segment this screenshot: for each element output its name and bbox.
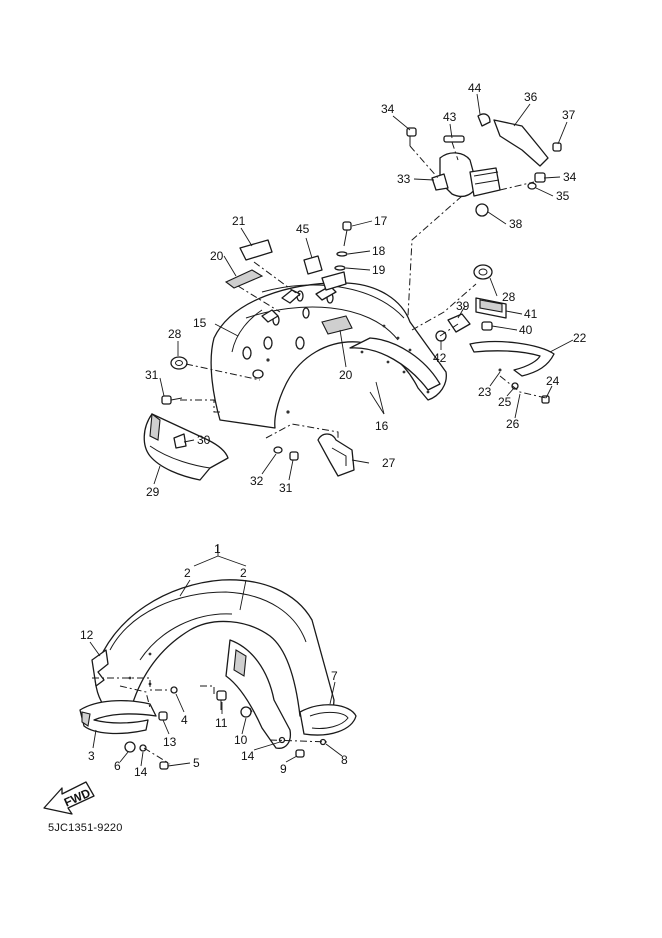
fwd-arrow-icon: FWD (43, 781, 95, 815)
bracket-12 (91, 649, 109, 687)
callout-35: 35 (556, 189, 570, 203)
callout-34: 34 (381, 102, 395, 116)
callout-labels: 34 43 44 36 37 33 34 35 38 21 45 17 18 1… (80, 81, 587, 779)
callout-27: 27 (382, 456, 396, 470)
callout-32: 32 (250, 474, 264, 488)
callout-26: 26 (506, 417, 520, 431)
front-panel-29 (143, 412, 229, 481)
callout-31-b: 31 (279, 481, 293, 495)
callout-1: 1 (214, 542, 221, 556)
callout-6: 6 (114, 759, 121, 773)
callout-39: 39 (456, 299, 470, 313)
light-mount (435, 297, 507, 342)
callout-24: 24 (546, 374, 560, 388)
callout-28: 28 (168, 327, 182, 341)
upper-dash-lines (180, 141, 547, 440)
callout-2-b: 2 (240, 566, 247, 580)
callout-33: 33 (397, 172, 411, 186)
callout-19: 19 (372, 263, 386, 277)
callout-4: 4 (181, 713, 188, 727)
callout-25: 25 (498, 395, 512, 409)
hardware-bottom (124, 686, 327, 770)
callout-11: 11 (215, 716, 228, 730)
document-code: 5JC1351-9220 (48, 822, 123, 834)
callout-31: 31 (145, 368, 159, 382)
front-fender-lower (94, 579, 335, 749)
callout-28-b: 28 (502, 290, 516, 304)
callout-13: 13 (163, 735, 177, 749)
callout-3: 3 (88, 749, 95, 763)
flap-7 (299, 704, 357, 736)
callout-15: 15 (193, 316, 207, 330)
rear-cover-22 (469, 340, 555, 404)
callout-20-b: 20 (339, 368, 353, 382)
callout-44: 44 (468, 81, 482, 95)
callout-22: 22 (573, 331, 587, 345)
callout-14-b: 14 (134, 765, 148, 779)
callout-20: 20 (210, 249, 224, 263)
callout-2: 2 (184, 566, 191, 580)
callout-17: 17 (374, 214, 388, 228)
callout-16: 16 (375, 419, 389, 433)
lower-dash-lines (92, 677, 329, 765)
fender-stays (261, 285, 337, 323)
callout-41: 41 (524, 307, 538, 321)
callout-30: 30 (197, 433, 211, 447)
callout-42: 42 (433, 351, 447, 365)
callout-45: 45 (296, 222, 310, 236)
fwd-label: FWD (62, 786, 93, 810)
bolt-17-group (303, 221, 352, 291)
callout-34-b: 34 (563, 170, 577, 184)
callout-43: 43 (443, 110, 457, 124)
leader-lines (89, 93, 574, 767)
hardware-lower (161, 395, 355, 477)
tail-bracket (406, 113, 562, 217)
callout-18: 18 (372, 244, 386, 258)
seat-pads (224, 239, 273, 289)
callout-10: 10 (234, 733, 248, 747)
callout-14: 14 (241, 749, 255, 763)
callout-12: 12 (80, 628, 94, 642)
callout-5: 5 (193, 756, 200, 770)
callout-29: 29 (146, 485, 160, 499)
grommets-28 (170, 264, 493, 370)
callout-9: 9 (280, 762, 287, 776)
rear-fender-upper (210, 282, 447, 429)
callout-8: 8 (341, 753, 348, 767)
callout-36: 36 (524, 90, 538, 104)
callout-23: 23 (478, 385, 492, 399)
lower-piece-3 (79, 700, 157, 735)
callout-38: 38 (509, 217, 523, 231)
callout-37: 37 (562, 108, 576, 122)
callout-40: 40 (519, 323, 533, 337)
callout-21: 21 (232, 214, 246, 228)
callout-7: 7 (331, 669, 338, 683)
